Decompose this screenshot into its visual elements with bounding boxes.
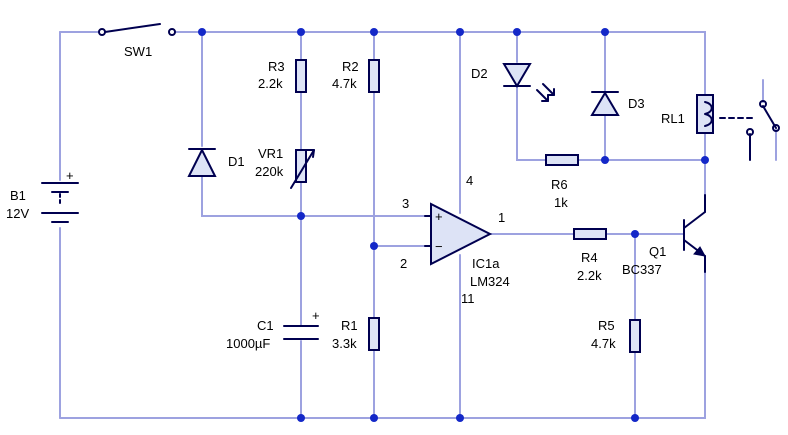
label-r1: R1 (341, 318, 358, 333)
label-q1-value: BC337 (622, 262, 662, 277)
resistor-r5 (629, 319, 641, 353)
label-vr1-value: 220k (255, 164, 284, 179)
label-r5-value: 4.7k (591, 336, 616, 351)
label-d1: D1 (228, 154, 245, 169)
capacitor-c1 (283, 325, 319, 340)
wire-d2 (516, 31, 547, 161)
battery-plus-sign: + (66, 168, 74, 183)
label-r3: R3 (268, 59, 285, 74)
label-sw1: SW1 (124, 44, 152, 59)
label-vr1: VR1 (258, 146, 283, 161)
resistor-r3 (295, 59, 307, 93)
label-c1-value: 1000µF (226, 336, 270, 351)
resistor-r1 (368, 317, 380, 351)
wire-d1 (201, 31, 426, 217)
label-r6: R6 (551, 177, 568, 192)
pin-1-label: 1 (498, 210, 505, 225)
transistor-q1 (683, 194, 706, 273)
label-r1-value: 3.3k (332, 336, 357, 351)
labels: SW1 B1 12V + D1 R3 2.2k VR1 220k R2 4.7k… (6, 44, 685, 351)
resistor-vr1 (295, 149, 307, 183)
switch-sw1 (98, 23, 176, 36)
label-rl1: RL1 (661, 111, 685, 126)
diode-d3 (590, 91, 620, 116)
pin-4-label: 4 (466, 173, 473, 188)
label-b1: B1 (10, 188, 26, 203)
resistor-r6 (545, 154, 579, 166)
junction-dots (198, 28, 709, 422)
label-r2: R2 (342, 59, 359, 74)
pin-11-label: 11 (461, 291, 475, 306)
vr1-arrow (290, 149, 315, 189)
label-c1: C1 (257, 318, 274, 333)
diode-d1 (187, 147, 217, 177)
pin-2-label: 2 (400, 256, 407, 271)
label-r4-value: 2.2k (577, 268, 602, 283)
led-d2 (502, 63, 555, 102)
label-ic1a: IC1a (472, 256, 500, 271)
relay-rl1 (696, 94, 780, 161)
capacitor-plus-sign: + (312, 308, 320, 323)
battery-b1 (41, 182, 79, 223)
label-ic1a-value: LM324 (470, 274, 510, 289)
label-d2: D2 (471, 66, 488, 81)
label-q1: Q1 (649, 244, 666, 259)
label-r3-value: 2.2k (258, 76, 283, 91)
label-b1-value: 12V (6, 206, 29, 221)
label-r5: R5 (598, 318, 615, 333)
wire-bottom-rail (59, 271, 706, 419)
wires (59, 31, 777, 419)
label-r6-value: 1k (554, 195, 568, 210)
opamp-plus-sign: + (435, 209, 443, 224)
opamp-minus-sign: − (435, 239, 443, 254)
label-r4: R4 (581, 250, 598, 265)
label-d3: D3 (628, 96, 645, 111)
opamp-ic1a (424, 202, 493, 266)
resistor-r4 (573, 228, 607, 240)
pin-3-label: 3 (402, 196, 409, 211)
wire-top-right (174, 31, 706, 96)
label-r2-value: 4.7k (332, 76, 357, 91)
resistor-r2 (368, 59, 380, 93)
